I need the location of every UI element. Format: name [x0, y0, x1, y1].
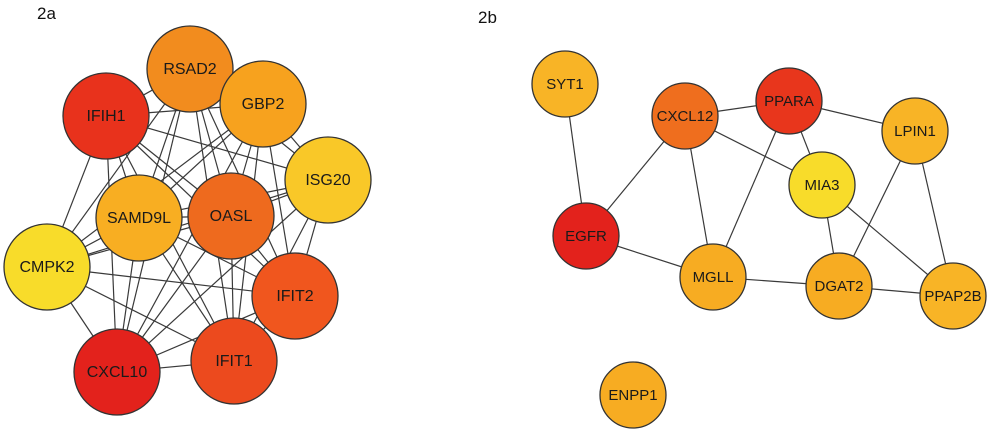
node-circle — [788, 151, 856, 219]
node-label: PPAP2B — [924, 288, 981, 305]
node-circle — [284, 136, 372, 224]
node-label: RSAD2 — [163, 61, 216, 78]
node-label: IFIH1 — [86, 108, 125, 125]
edge-isg20-cxcl10 — [116, 179, 329, 373]
node-label: CXCL10 — [87, 364, 148, 381]
node-label: ISG20 — [305, 172, 350, 189]
node-isg20: ISG20 — [284, 136, 372, 224]
node-label: CMPK2 — [19, 259, 74, 276]
node-lpin1: LPIN1 — [881, 97, 949, 165]
panel-label-2a: 2a — [37, 4, 56, 23]
node-circle — [219, 60, 307, 148]
node-label: MGLL — [693, 269, 734, 286]
node-label: IFIT2 — [276, 288, 313, 305]
node-mia3: MIA3 — [788, 151, 856, 219]
node-circle — [251, 252, 339, 340]
edge-isg20-cmpk2 — [46, 179, 329, 268]
node-label: MIA3 — [804, 177, 839, 194]
node-oasl: OASL — [187, 172, 275, 260]
node-circle — [552, 202, 620, 270]
node-circle — [3, 223, 91, 311]
node-label: SAMD9L — [107, 210, 171, 227]
node-circle — [95, 174, 183, 262]
node-ifih1: IFIH1 — [62, 72, 150, 160]
node-egfr: EGFR — [552, 202, 620, 270]
node-samd9l: SAMD9L — [95, 174, 183, 262]
node-cxcl12: CXCL12 — [651, 82, 719, 150]
node-cmpk2: CMPK2 — [3, 223, 91, 311]
edge-gbp2-cxcl10 — [116, 103, 264, 373]
node-circle — [919, 262, 987, 330]
node-dgat2: DGAT2 — [805, 252, 873, 320]
node-circle — [881, 97, 949, 165]
node-circle — [187, 172, 275, 260]
node-label: IFIT1 — [215, 353, 252, 370]
node-label: ENPP1 — [608, 387, 657, 404]
node-rsad2: RSAD2 — [146, 25, 234, 113]
node-circle — [62, 72, 150, 160]
node-circle — [190, 317, 278, 405]
node-circle — [73, 328, 161, 416]
node-label: PPARA — [764, 93, 814, 110]
node-circle — [651, 82, 719, 150]
node-cxcl10: CXCL10 — [73, 328, 161, 416]
node-ppara: PPARA — [755, 67, 823, 135]
node-label: SYT1 — [546, 76, 584, 93]
node-label: LPIN1 — [894, 123, 936, 140]
node-circle — [805, 252, 873, 320]
panel-label-2b: 2b — [478, 8, 497, 27]
node-syt1: SYT1 — [531, 50, 599, 118]
node-circle — [679, 243, 747, 311]
node-label: EGFR — [565, 228, 607, 245]
node-ppap2b: PPAP2B — [919, 262, 987, 330]
node-label: CXCL12 — [657, 108, 714, 125]
node-enpp1: ENPP1 — [599, 361, 667, 429]
node-circle — [755, 67, 823, 135]
node-label: GBP2 — [242, 96, 285, 113]
node-label: DGAT2 — [815, 278, 864, 295]
node-label: OASL — [210, 208, 253, 225]
node-gbp2: GBP2 — [219, 60, 307, 148]
node-circle — [599, 361, 667, 429]
node-circle — [146, 25, 234, 113]
node-mgll: MGLL — [679, 243, 747, 311]
node-circle — [531, 50, 599, 118]
node-ifit1: IFIT1 — [190, 317, 278, 405]
node-ifit2: IFIT2 — [251, 252, 339, 340]
